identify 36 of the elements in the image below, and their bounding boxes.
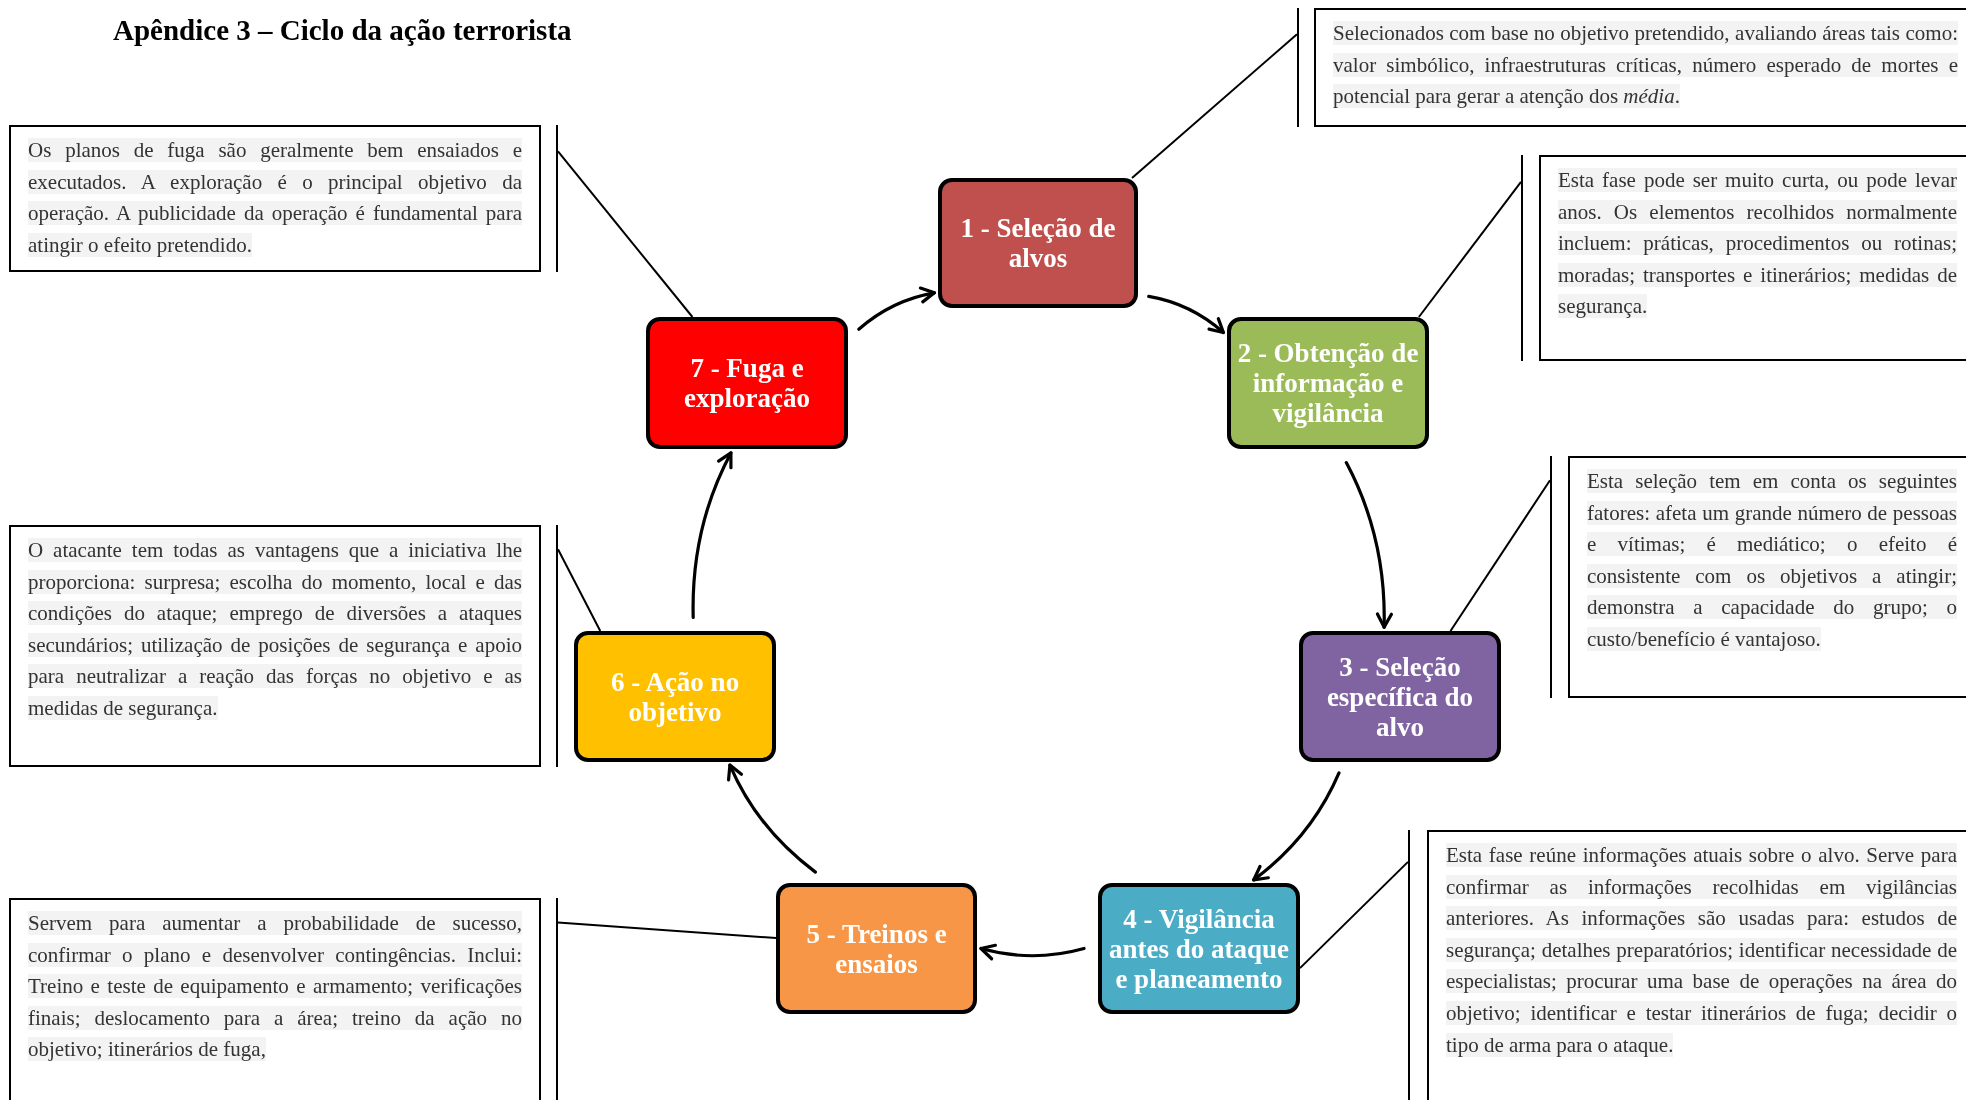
leader-line <box>1299 860 1409 970</box>
cycle-arrow <box>1252 771 1341 882</box>
leader-line <box>557 921 777 939</box>
bracketed-callout <box>1297 8 1966 127</box>
bracketed-callout <box>1550 456 1966 698</box>
stage-box: 4 - Vigilância antes do ataque e planeamento <box>1098 883 1300 1014</box>
stage-box: 1 - Seleção de alvos <box>938 178 1138 308</box>
stage-box: 2 - Obtenção de informação e vigilância <box>1227 317 1429 449</box>
leader-line <box>1417 180 1522 318</box>
leader-line <box>557 150 694 318</box>
description-text: Esta seleção tem em conta os seguintes fatores: afeta um grande número de pessoas e vítimas; é mediático; o efeito é consistente com os objetivos a atingir; demonstra a capacidade do grupo; o custo/benefício é vantajoso. <box>1587 468 1957 653</box>
bracketed-callout <box>9 898 558 1100</box>
description-text: Selecionados com base no objetivo pretendido, avaliando áreas tais como: valor simbólico, infraestruturas críticas, número esperado de mortes e potencial para gerar a atenção dos média. <box>1333 20 1958 111</box>
bracketed-callout <box>9 525 558 767</box>
stage-box: 5 - Treinos e ensaios <box>776 883 977 1014</box>
cycle-arrow <box>727 763 817 874</box>
leader-line <box>1449 479 1551 632</box>
cycle-arrow <box>979 943 1086 961</box>
description-text: Os planos de fuga são geralmente bem ensaiados e executados. A exploração é o principal objetivo da operação. A publicidade da operação é fundamental para atingir o efeito pretendido. <box>28 137 522 259</box>
stage-box: 7 - Fuga e exploração <box>646 317 848 449</box>
description-text: Servem para aumentar a probabilidade de sucesso, confirmar o plano e desenvolver contingências. Inclui: Treino e teste de equipamento e armamento; verificações finais; deslocamento para a área; treino da ação no objetivo; itinerários de fuga, <box>28 910 522 1064</box>
description-text: Esta fase pode ser muito curta, ou pode levar anos. Os elementos recolhidos normalmente incluem: práticas, procedimentos ou rotinas; moradas; transportes e itinerários; medidas de segurança. <box>1558 167 1957 321</box>
cycle-arrow <box>1147 294 1225 335</box>
diagram-title: Apêndice 3 – Ciclo da ação terrorista <box>113 14 572 47</box>
stage-box: 3 - Seleção específica do alvo <box>1299 631 1501 762</box>
cycle-arrow <box>1344 461 1393 629</box>
description-text: O atacante tem todas as vantagens que a iniciativa lhe proporciona: surpresa; escolha do momento, local e das condições do ataque; emprego de diversões a ataques secundários; utilização de posições de segurança e apoio para neutralizar a reação das forças no objetivo e as medidas de segurança. <box>28 537 522 722</box>
leader-line <box>557 548 602 632</box>
cycle-arrow <box>691 451 733 619</box>
bracketed-callout <box>1408 830 1966 1100</box>
bracketed-callout <box>9 125 558 272</box>
cycle-arrow <box>857 286 936 331</box>
description-text: Esta fase reúne informações atuais sobre o alvo. Serve para confirmar as informações recolhidas em vigilâncias anteriores. As informações são usadas para: estudos de segurança; detalhes preparatórios; identificar necessidade de especialistas; procurar uma base de operações na área do objetivo; identificar e testar itinerários de fuga; decidir o tipo de arma para o ataque. <box>1446 842 1957 1059</box>
bracketed-callout <box>1521 155 1966 361</box>
leader-line <box>1131 33 1298 179</box>
stage-box: 6 - Ação no objetivo <box>574 631 776 762</box>
